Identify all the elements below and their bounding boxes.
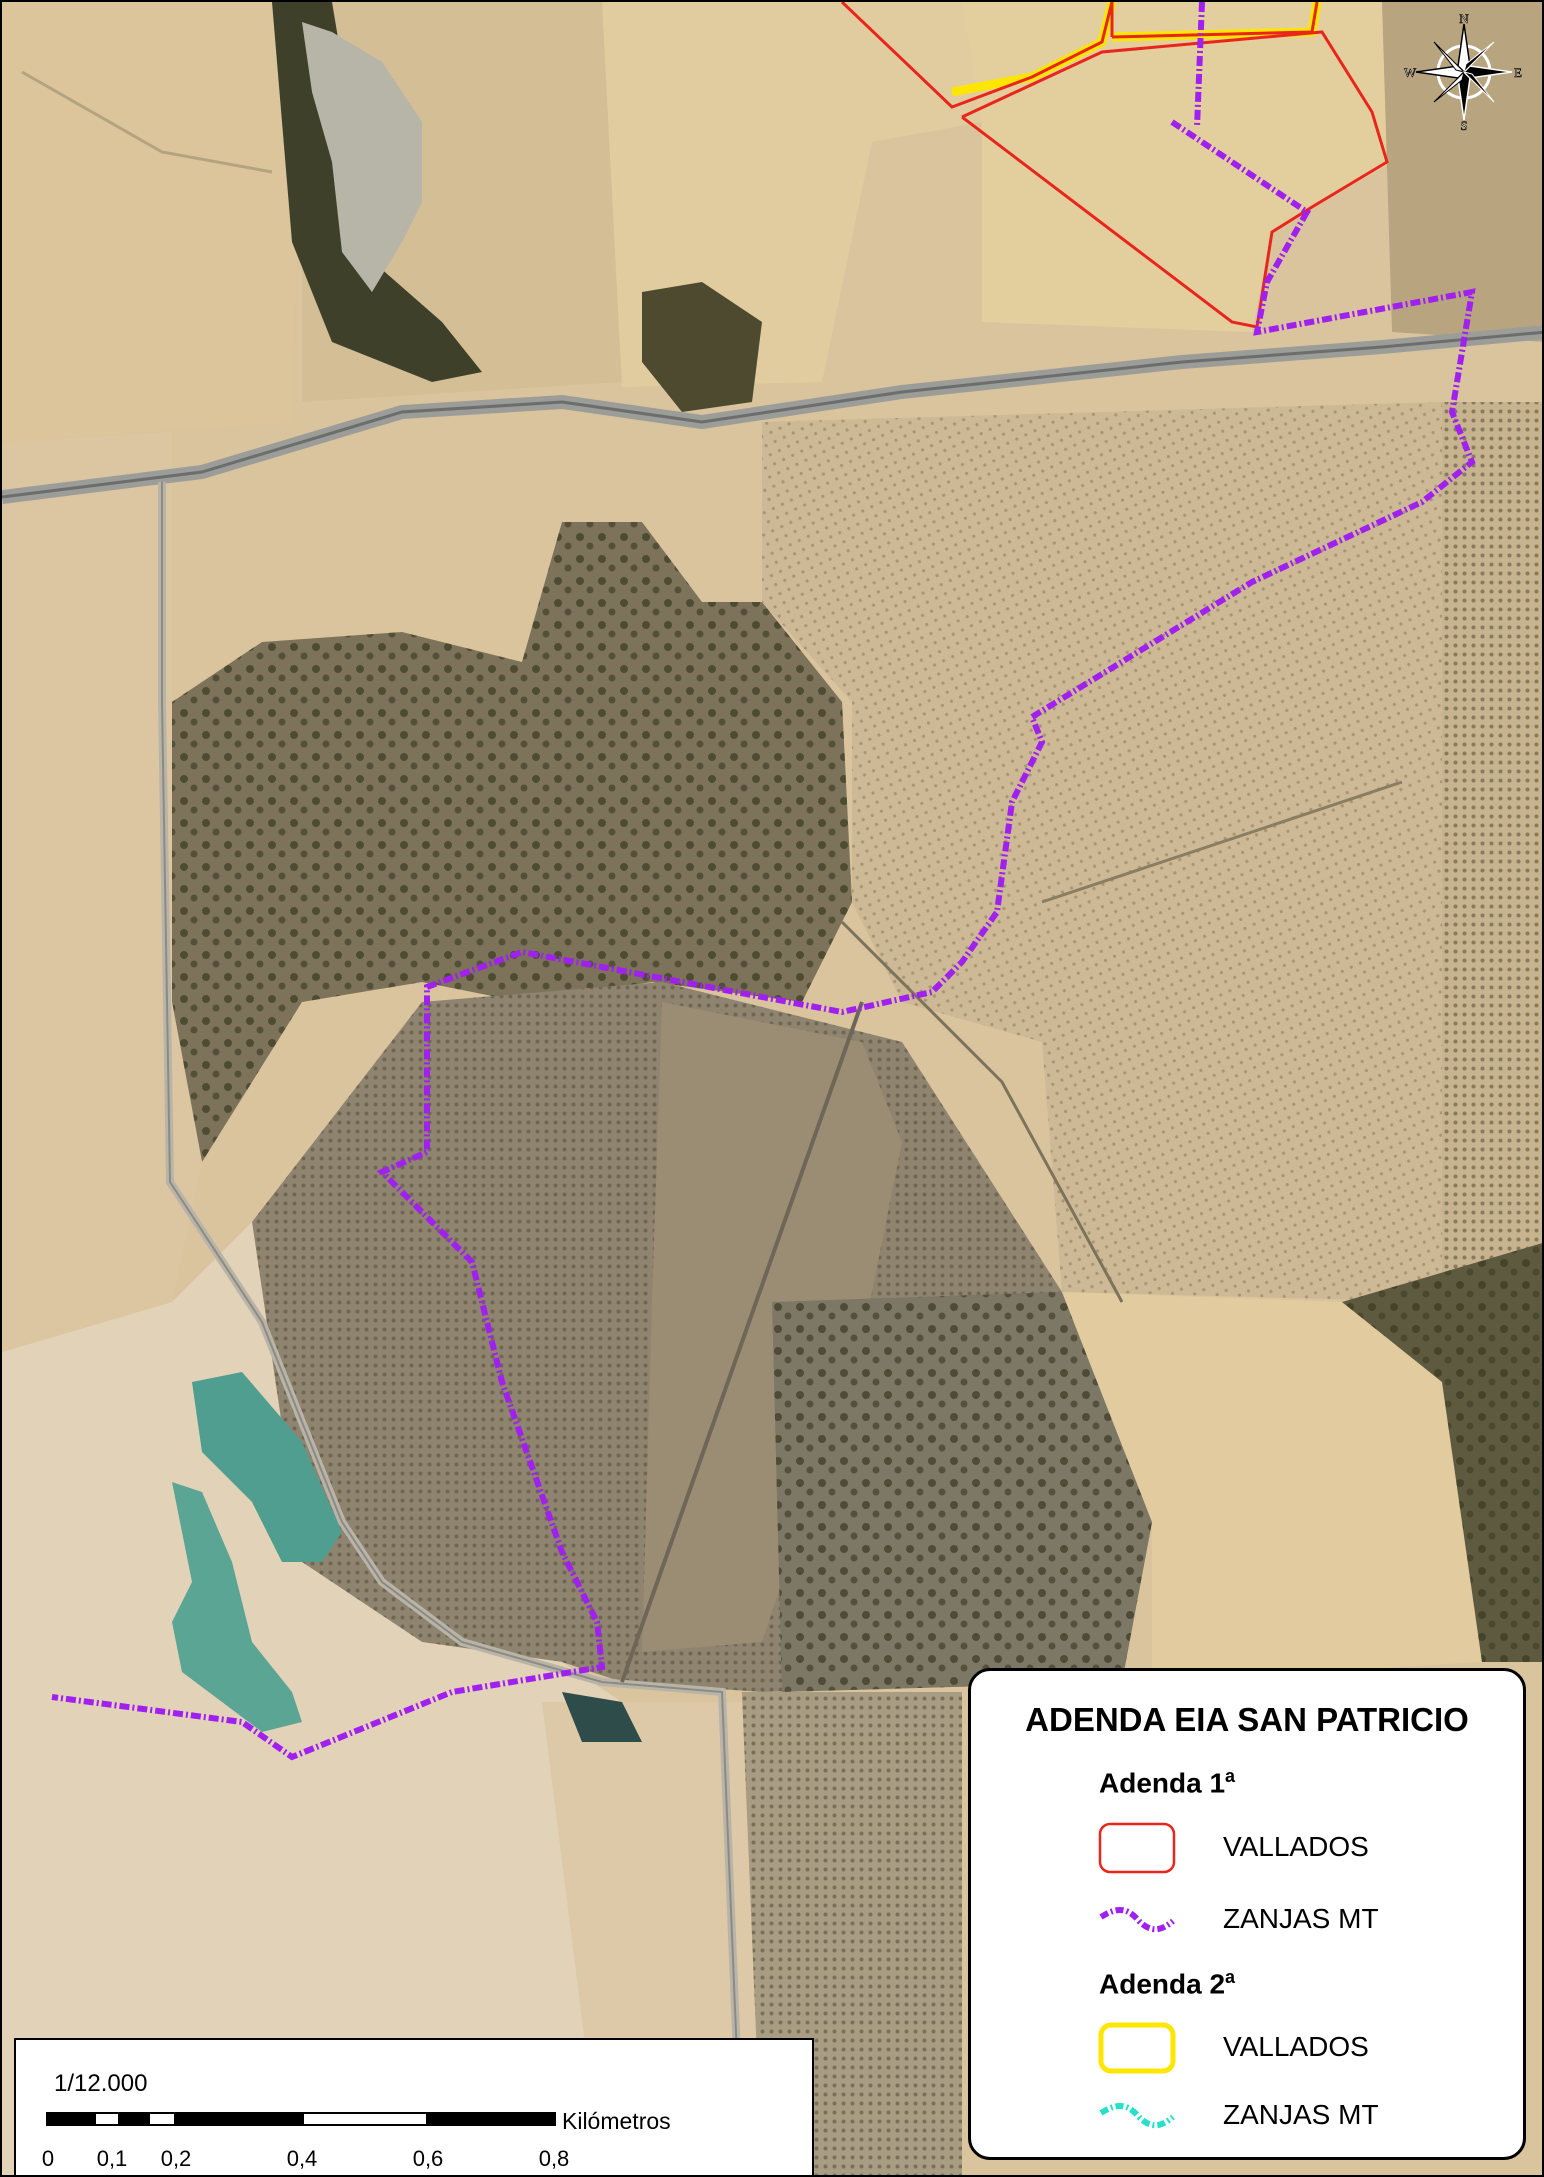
scale-ratio: 1/12.000 [54,2070,148,2097]
scale-tick: 0,2 [160,2146,192,2171]
west-label: W [1404,65,1417,80]
reservoir-2 [172,1482,302,1732]
scale-tick: 0,6 [412,2146,444,2171]
legend-section-2-heading: Adenda 2 [1099,1968,1226,2000]
grove-south-east-trees [772,1292,1152,1692]
scale-unit: Kilómetros [562,2108,671,2134]
grove-far-east-rows [1442,402,1542,1302]
east-label: E [1514,65,1522,80]
scale-seg-3 [120,2112,148,2126]
track-diagonal [620,1001,864,1683]
north-label: N [1459,12,1469,26]
fence-1-swatch [1098,1822,1176,1874]
road-south-line [161,482,743,2175]
legend-item-trench-1: ZANJAS MT [1223,1903,1379,1934]
fenced-field [962,2,1392,332]
scale-seg-5 [176,2112,302,2126]
trench-2-swatch [1099,2103,1175,2129]
fence-1-c [1110,2,1319,39]
track-nw [21,70,273,174]
legend-section-2-sup: a [1225,1967,1236,1987]
trench-1-path [51,2,1476,1761]
pond [562,1692,642,1742]
scale-seg-7 [428,2112,556,2126]
field-ne [1382,2,1542,342]
track-east-2 [1041,780,1403,904]
trench-1-swatch [1099,1907,1175,1933]
legend-title: ADENDA EIA SAN PATRICIO [1025,1701,1469,1738]
north-arrow-icon: N S E W [1404,12,1522,132]
scale-bar-box: 1/12.000 Kilómetros 0 0,1 0,2 0,4 0,6 0,… [14,2038,814,2175]
scale-seg-6 [302,2112,428,2126]
scale-tick: 0 [41,2146,55,2171]
field-nw [2,2,302,442]
fence-1-a [840,2,1114,109]
scale-seg-2 [94,2112,120,2126]
scale-tick: 0,4 [286,2146,318,2171]
road-main-center [2,330,1542,499]
legend-section-2: Adenda 2a [1099,1967,1235,2000]
legend-item-fence-1: VALLADOS [1223,1831,1369,1862]
legend-section-1: Adenda 1a [1099,1766,1235,1799]
woodland-patch [642,282,762,412]
grove-east-rows [762,402,1442,1302]
fence-2-swatch [1098,2022,1176,2074]
field-sw [2,1222,622,2175]
legend-item-trench-2: ZANJAS MT [1223,2099,1379,2130]
legend-section-1-sup: a [1225,1766,1236,1786]
legend-item-fence-2: VALLADOS [1223,2031,1369,2062]
grove-south-mid [642,1002,902,1652]
scale-tick: 0,1 [96,2146,128,2171]
scale-seg-1 [46,2112,94,2126]
dry-lagoon [302,22,422,292]
scale-tick: 0,8 [538,2146,570,2171]
scale-seg-4 [148,2112,176,2126]
map-legend: ADENDA EIA SAN PATRICIO Adenda 1a VALLAD… [968,1668,1526,2160]
fence-1-b [961,30,1389,329]
reservoir-1 [192,1372,342,1562]
woodland-trees [172,522,852,1162]
south-label: S [1460,118,1467,132]
field-west [2,432,202,1352]
legend-section-1-heading: Adenda 1 [1099,1767,1226,1799]
track-east [840,920,1124,1303]
woodland-east-trees [1342,1243,1542,1662]
field-east [1062,1292,1482,1682]
